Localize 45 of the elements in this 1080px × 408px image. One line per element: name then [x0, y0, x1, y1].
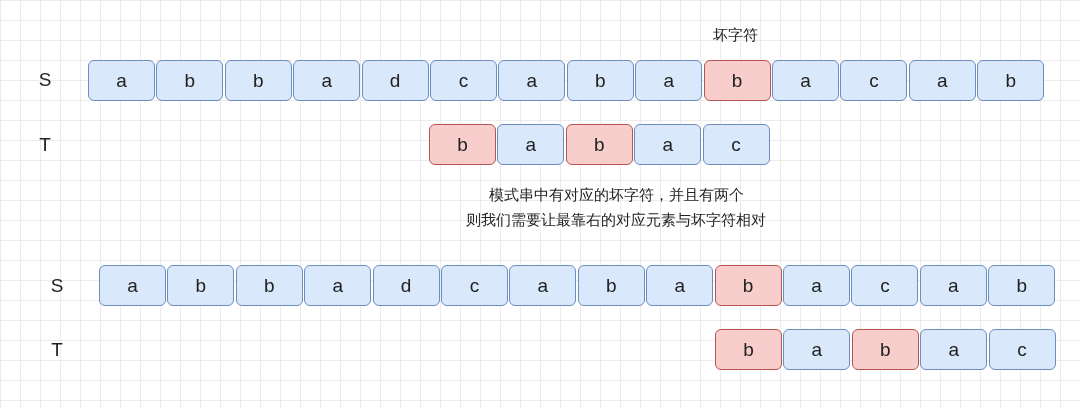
row-label: T	[51, 339, 63, 361]
bad-character-label: 坏字符	[712, 26, 758, 45]
character-cell: b	[565, 124, 633, 165]
character-cell: c	[702, 124, 770, 165]
character-cell: d	[361, 60, 429, 101]
row-label: T	[39, 134, 51, 156]
character-cell: a	[293, 60, 361, 101]
character-cell: a	[920, 329, 988, 370]
character-cell: c	[441, 265, 508, 306]
character-cell: c	[430, 60, 497, 101]
character-cell: a	[783, 265, 850, 306]
character-cell: a	[99, 265, 166, 306]
character-cell: c	[851, 265, 919, 306]
character-cell: a	[783, 329, 851, 370]
character-cell: b	[577, 265, 645, 306]
row-label: S	[38, 69, 52, 91]
character-cell: c	[988, 329, 1056, 370]
character-cell: a	[304, 265, 372, 306]
character-cell: b	[167, 265, 235, 306]
character-cell: b	[715, 329, 782, 370]
character-cell: b	[988, 265, 1056, 306]
character-cell: b	[429, 124, 496, 165]
character-cell: a	[908, 60, 976, 101]
character-cell: b	[703, 60, 771, 101]
character-cell: a	[919, 265, 987, 306]
character-cell: a	[498, 60, 566, 101]
character-cell: a	[88, 60, 155, 101]
character-cell: a	[646, 265, 714, 306]
character-cell: b	[235, 265, 303, 306]
character-cell: a	[497, 124, 565, 165]
character-cell: b	[714, 265, 782, 306]
character-cell: c	[840, 60, 908, 101]
note-text: 则我们需要让最靠右的对应元素与坏字符相对	[466, 211, 766, 230]
character-cell: b	[156, 60, 224, 101]
character-cell: b	[224, 60, 292, 101]
character-cell: b	[977, 60, 1045, 101]
character-cell: a	[772, 60, 839, 101]
note-text: 模式串中有对应的坏字符，并且有两个	[488, 186, 744, 205]
character-cell: a	[634, 124, 702, 165]
character-cell: b	[566, 60, 634, 101]
character-cell: b	[851, 329, 919, 370]
row-label: S	[50, 275, 64, 297]
character-cell: d	[372, 265, 440, 306]
character-cell: a	[635, 60, 703, 101]
character-cell: a	[509, 265, 577, 306]
